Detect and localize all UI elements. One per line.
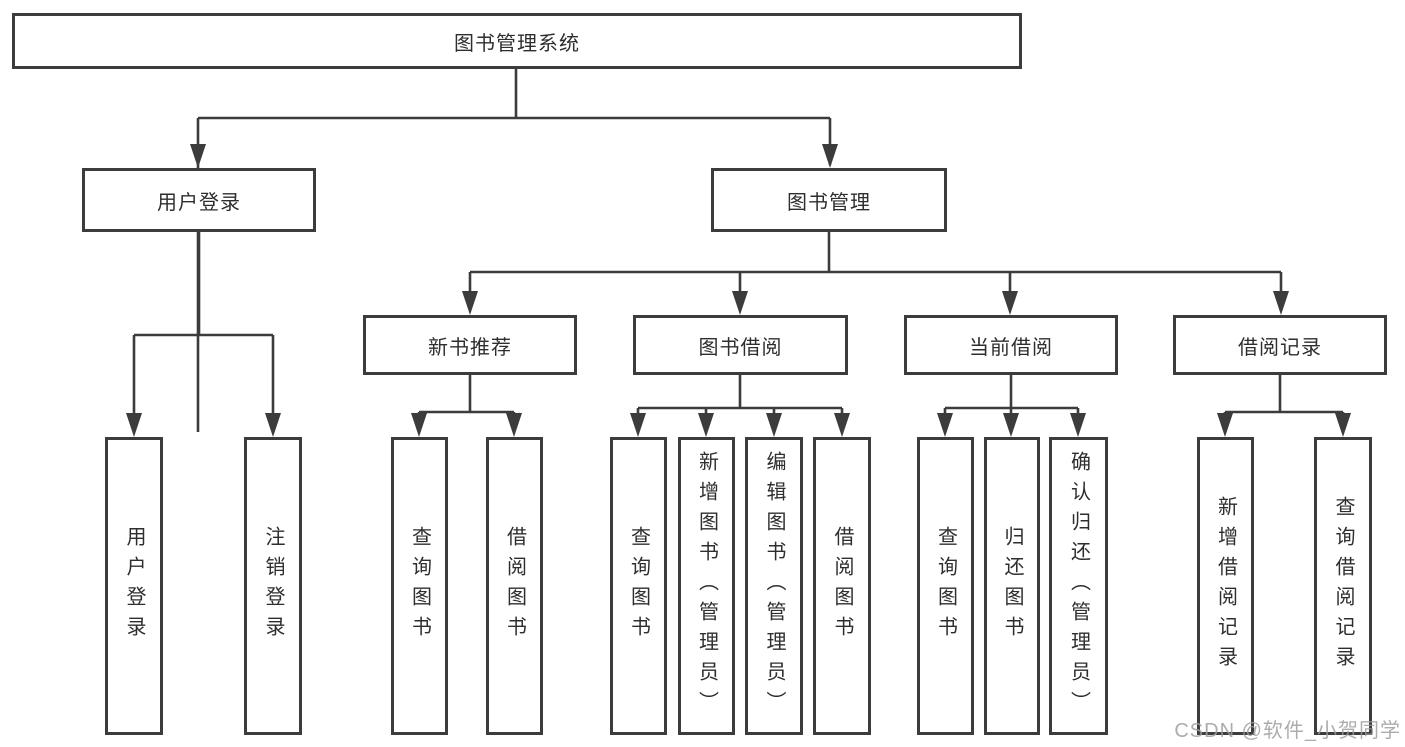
node-label: 图书借阅 <box>698 336 783 359</box>
arrowheads <box>126 144 1351 437</box>
leaf-return-book: 归还图书 <box>984 437 1040 735</box>
leaf-add-borrow-record: 新增借阅记录 <box>1197 437 1254 735</box>
leaf-logout: 注销登录 <box>244 437 302 735</box>
node-label: 编辑图书（管理员） <box>763 451 785 721</box>
node-library-management-system: 图书管理系统 <box>12 13 1022 69</box>
node-label: 图书管理 <box>787 191 871 214</box>
node-label: 借阅图书 <box>503 526 526 646</box>
leaf-borrow-book: 借阅图书 <box>813 437 871 735</box>
node-label: 新增借阅记录 <box>1214 496 1237 676</box>
node-label: 归还图书 <box>1001 526 1023 646</box>
node-new-book-recommend: 新书推荐 <box>363 315 577 375</box>
node-label: 图书管理系统 <box>454 32 580 55</box>
node-label: 借阅记录 <box>1238 336 1322 359</box>
leaf-add-book-admin: 新增图书（管理员） <box>678 437 735 735</box>
node-label: 确认归还（管理员） <box>1067 451 1090 721</box>
node-user-login: 用户登录 <box>82 168 316 232</box>
leaf-query-book-recommend: 查询图书 <box>391 437 448 735</box>
node-label: 查询借阅记录 <box>1332 496 1354 676</box>
node-label: 新书推荐 <box>428 336 512 359</box>
node-book-borrow: 图书借阅 <box>633 315 848 375</box>
leaf-edit-book-admin: 编辑图书（管理员） <box>745 437 803 735</box>
leaf-query-book-borrow: 查询图书 <box>610 437 667 735</box>
node-label: 用户登录 <box>157 191 241 214</box>
leaf-borrow-book-recommend: 借阅图书 <box>486 437 543 735</box>
node-book-management: 图书管理 <box>711 168 947 232</box>
node-label: 新增图书（管理员） <box>695 451 718 721</box>
node-label: 查询图书 <box>934 526 957 646</box>
leaf-query-borrow-record: 查询借阅记录 <box>1314 437 1372 735</box>
node-label: 用户登录 <box>123 526 145 646</box>
node-label: 借阅图书 <box>831 526 853 646</box>
leaf-query-book-current: 查询图书 <box>917 437 974 735</box>
node-label: 查询图书 <box>627 526 650 646</box>
node-label: 查询图书 <box>408 526 431 646</box>
node-label: 注销登录 <box>262 526 284 646</box>
leaf-confirm-return-admin: 确认归还（管理员） <box>1049 437 1108 735</box>
csdn-watermark: CSDN @软件_小贺同学 <box>1174 720 1401 742</box>
node-label: 当前借阅 <box>969 336 1053 359</box>
leaf-user-login: 用户登录 <box>105 437 163 735</box>
node-borrow-records: 借阅记录 <box>1173 315 1387 375</box>
node-current-borrow: 当前借阅 <box>904 315 1118 375</box>
